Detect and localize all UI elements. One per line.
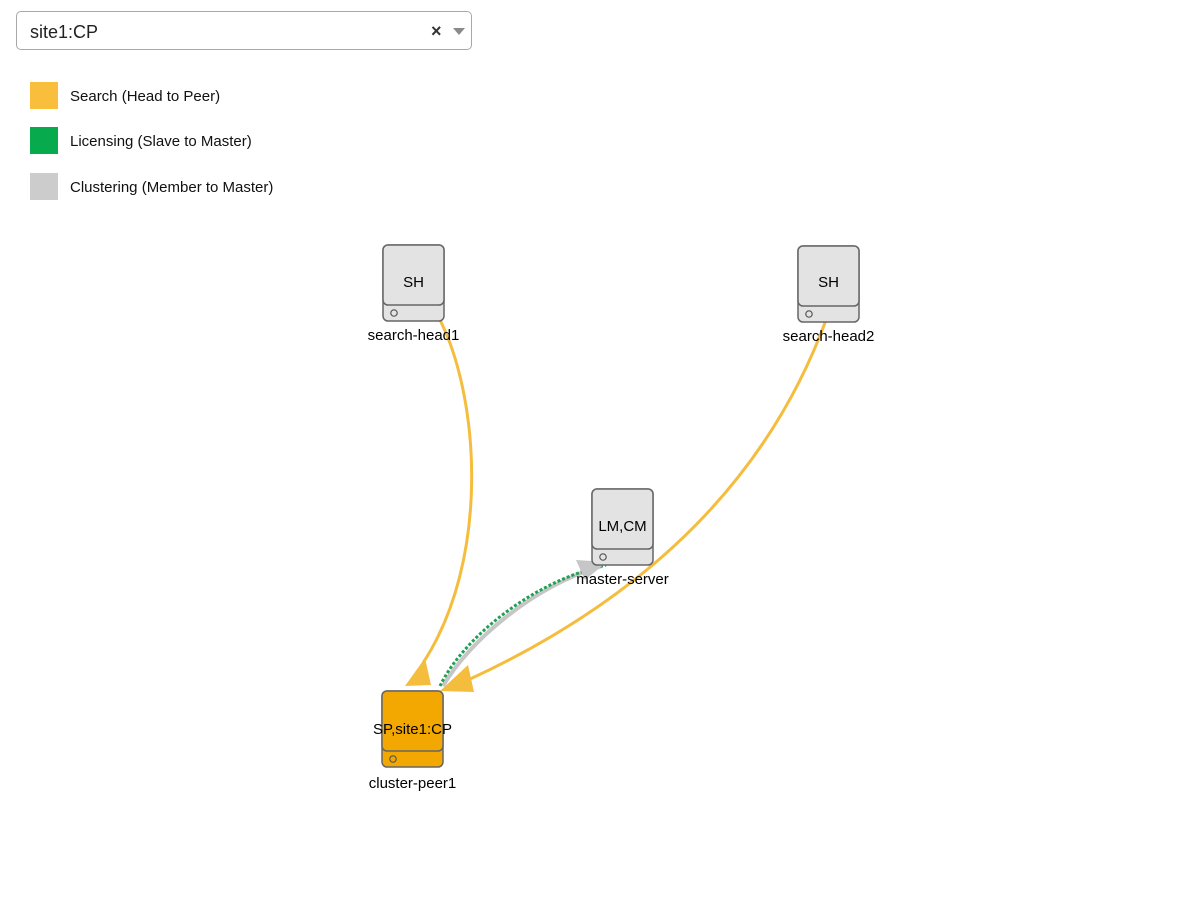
legend-label-search: Search (Head to Peer)	[70, 88, 221, 105]
node-search-head1[interactable]: SH search-head1	[368, 244, 460, 344]
link-search-head1-peer1	[421, 319, 474, 664]
server-led	[805, 310, 813, 318]
filter-selected-value: site1:CP	[30, 22, 99, 42]
legend-label-clustering: Clustering (Member to Master)	[70, 179, 274, 196]
legend-swatch-clustering	[30, 173, 58, 200]
arrowhead-search-head2	[440, 665, 474, 692]
node-role-label: SH	[818, 274, 839, 291]
node-role-label: SH	[403, 274, 424, 291]
clear-icon[interactable]: ×	[431, 21, 442, 41]
node-role-label: LM,CM	[598, 518, 646, 535]
node-name-label: search-head2	[783, 328, 875, 345]
server-top-panel	[381, 690, 444, 752]
legend-swatch-search	[30, 82, 58, 109]
node-search-head2[interactable]: SH search-head2	[783, 245, 875, 345]
server-led	[390, 309, 398, 317]
server-top-panel	[591, 488, 654, 550]
node-name-label: cluster-peer1	[369, 775, 457, 792]
node-role-label: SP,site1:CP	[373, 721, 452, 738]
server-top-panel	[797, 245, 860, 307]
server-top-panel	[382, 244, 445, 306]
server-led	[599, 553, 607, 561]
link-search-head2-peer1	[467, 319, 828, 682]
node-master-server[interactable]: LM,CM master-server	[576, 488, 669, 588]
filter-select[interactable]: site1:CP ×	[16, 11, 472, 50]
links	[421, 319, 828, 688]
chevron-down-icon[interactable]	[453, 28, 465, 35]
node-name-label: search-head1	[368, 327, 460, 344]
legend-swatch-licensing	[30, 127, 58, 154]
legend-label-licensing: Licensing (Slave to Master)	[70, 133, 252, 150]
arrowheads	[405, 560, 607, 692]
server-led	[389, 755, 397, 763]
arrowhead-search-head1	[405, 658, 431, 686]
node-name-label: master-server	[576, 571, 669, 588]
link-licensing-peer1-master	[438, 563, 607, 687]
node-cluster-peer1[interactable]: SP,site1:CP cluster-peer1	[369, 690, 457, 792]
